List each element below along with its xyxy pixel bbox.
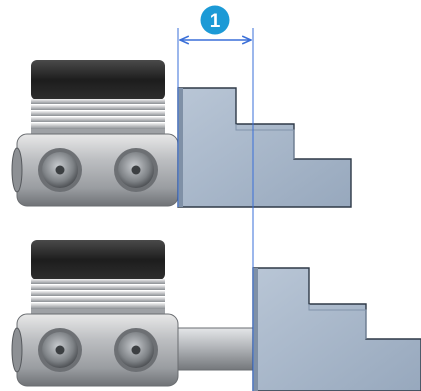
actuator-rings — [31, 279, 165, 314]
step-block — [252, 267, 421, 391]
side-bolt — [11, 147, 23, 193]
bolt — [114, 148, 158, 192]
side-bolt — [11, 327, 23, 373]
actuator-rings — [31, 99, 165, 134]
bolt — [38, 328, 82, 372]
actuator-cap — [31, 60, 165, 100]
callout-number: 1 — [210, 11, 221, 32]
callout-badge: 1 — [198, 3, 232, 37]
piston-rod — [169, 327, 257, 371]
actuator-extended — [11, 240, 421, 391]
actuator-cap — [31, 240, 165, 280]
actuator-retracted — [11, 60, 352, 208]
bolt — [38, 148, 82, 192]
step-block — [177, 87, 352, 208]
bolt — [114, 328, 158, 372]
